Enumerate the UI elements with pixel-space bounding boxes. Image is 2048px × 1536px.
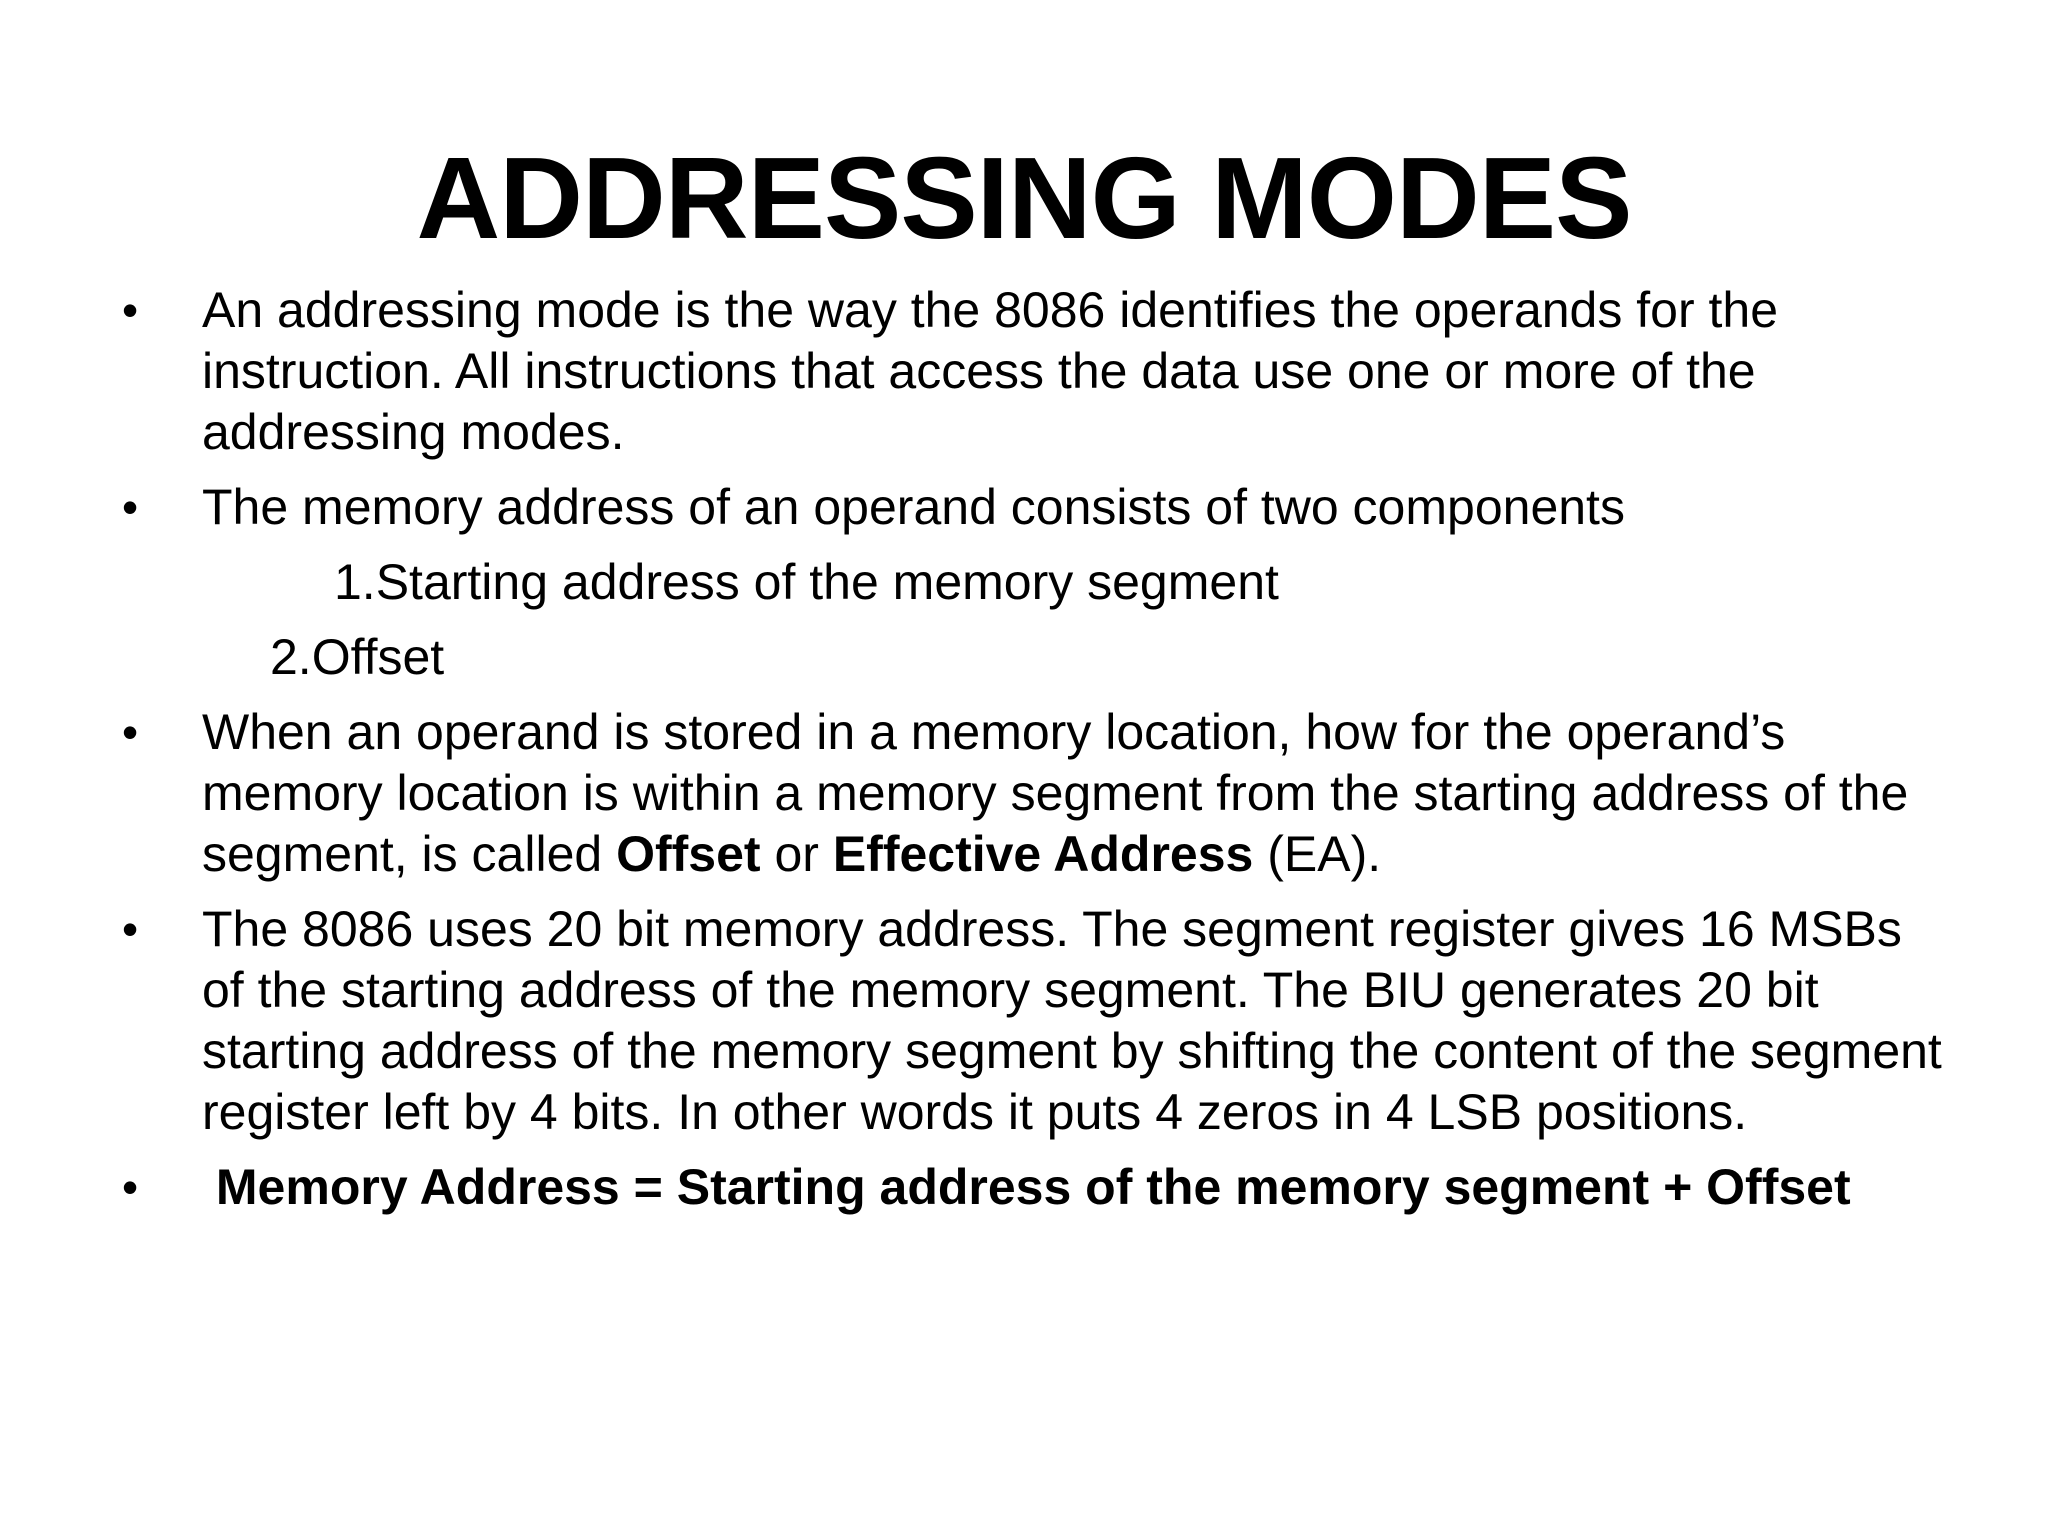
slide-title: ADDRESSING MODES [416,133,1632,263]
bullet-item-1: • An addressing mode is the way the 8086… [122,280,1952,463]
bullet-icon: • [122,903,139,955]
bullet-icon: • [122,1161,139,1213]
bullet-item-4: • The 8086 uses 20 bit memory address. T… [122,899,1952,1143]
bullet-text: The memory address of an operand consist… [202,479,1625,535]
subitem-starting-address: 1.Starting address of the memory segment [334,554,1279,610]
bullet-text-part: When an operand is stored in a memory lo… [202,704,1909,882]
bullet-text: An addressing mode is the way the 8086 i… [202,282,1779,460]
bullet-icon: • [122,284,139,336]
bullet-list: • An addressing mode is the way the 8086… [122,280,1952,1232]
bullet-text-part: (EA). [1253,826,1382,882]
bullet-text-part: or [760,826,833,882]
bullet-item-2: • The memory address of an operand consi… [122,477,1952,538]
bold-term-effective-address: Effective Address [832,826,1254,882]
bullet-item-3: • When an operand is stored in a memory … [122,702,1952,885]
subitem-offset: 2.Offset [270,629,445,685]
bullet-text: The 8086 uses 20 bit memory address. The… [202,901,1942,1140]
bold-term-offset: Offset [616,826,761,882]
bullet-item-5: • Memory Address = Starting address of t… [122,1157,1952,1218]
bullet-icon: • [122,706,139,758]
bullet-icon: • [122,481,139,533]
formula-text: Memory Address = Starting address of the… [202,1159,1851,1215]
